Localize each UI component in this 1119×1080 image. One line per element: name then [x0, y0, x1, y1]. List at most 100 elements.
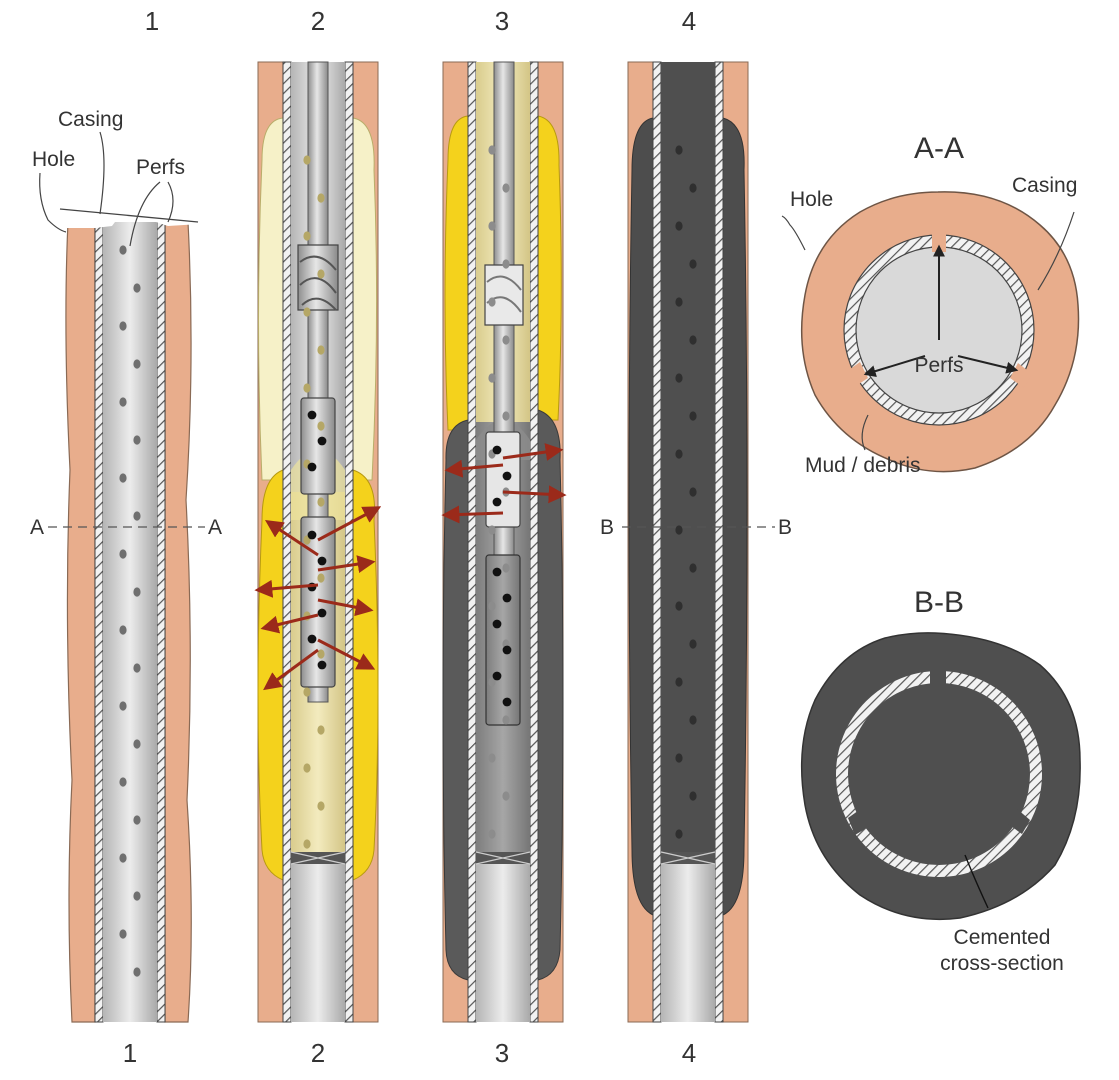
perforation-dot: [675, 221, 683, 231]
perforation-dot: [689, 639, 697, 649]
perforation-dot: [303, 231, 311, 241]
section-b-left-label: B: [600, 516, 614, 539]
hole-label: Hole: [32, 148, 75, 171]
wellbore-bottom: [291, 852, 345, 1022]
section-bb: [800, 632, 1081, 921]
perforation-dot: [133, 359, 141, 369]
perforation-dot: [675, 601, 683, 611]
tool-port: [307, 530, 317, 540]
perforation-dot: [689, 335, 697, 345]
jet-arrow: [264, 520, 319, 557]
section-aa-hole-label: Hole: [790, 188, 833, 211]
column-1-bottom-label: 1: [123, 1038, 137, 1068]
casing-label: Casing: [58, 108, 123, 131]
perforation-dot: [488, 525, 496, 535]
jet-arrow: [260, 613, 319, 634]
broken-top: [60, 202, 200, 228]
perforation-dot: [317, 801, 325, 811]
perforation-dot: [502, 715, 510, 725]
perforations: [675, 145, 697, 839]
well-column-1: [59, 202, 200, 1023]
casing-wall: [652, 61, 662, 1023]
jet-arrow: [441, 505, 504, 524]
section-b-right-label: B: [778, 516, 792, 539]
perforation-dot: [675, 677, 683, 687]
perforation-dot: [502, 183, 510, 193]
column-1-top-label: 1: [145, 6, 159, 36]
perforation-dot: [689, 715, 697, 725]
casing-wall: [94, 221, 104, 1023]
jet-arrow: [502, 485, 567, 504]
section-a-left-label: A: [30, 516, 44, 539]
perforation-dot: [689, 183, 697, 193]
tool-port: [317, 436, 327, 446]
well-column-3: [441, 61, 567, 1023]
perforation-dot: [119, 929, 127, 939]
wellbore-bottom: [476, 852, 530, 1022]
wellbore-cemented: [661, 62, 715, 852]
perforation-dot: [133, 815, 141, 825]
perforation-dot: [133, 739, 141, 749]
cemented-label-line2: cross-section: [940, 952, 1064, 975]
formation-wall: [65, 217, 96, 1023]
perforation-dot: [133, 891, 141, 901]
perforation-dot: [689, 259, 697, 269]
annulus-slurry: [257, 469, 284, 881]
perforation-dot: [488, 753, 496, 763]
perforation-dot: [502, 335, 510, 345]
perforation-dot: [488, 297, 496, 307]
annulus-fluid-light: [352, 117, 378, 481]
jet-arrow: [317, 598, 374, 617]
jet-arrow: [254, 579, 319, 598]
well-column-2: [254, 61, 382, 1023]
perforation-dot: [488, 373, 496, 383]
perforation-dot: [303, 839, 311, 849]
jet-arrow: [317, 638, 376, 670]
tool-port: [502, 593, 512, 603]
section-aa: [781, 191, 1080, 473]
jet-arrows: [254, 506, 382, 691]
jetting-tool-lower: [485, 554, 521, 726]
tool-port: [492, 497, 502, 507]
perforation-dot: [488, 829, 496, 839]
perforation-dot: [675, 297, 683, 307]
perforation-dot: [675, 525, 683, 535]
tool-ports: [492, 445, 512, 707]
jetting-tool-upper: [300, 397, 336, 495]
section-aa-title: A-A: [914, 132, 964, 165]
column-2-top-label: 2: [311, 6, 325, 36]
column-3-bottom-label: 3: [495, 1038, 509, 1068]
perforation-dot: [133, 663, 141, 673]
tool-port: [492, 619, 502, 629]
jet-arrow: [444, 459, 504, 478]
perforation-dot: [488, 145, 496, 155]
perforation-dot: [675, 145, 683, 155]
perforation-dot: [675, 829, 683, 839]
hole-leader: [39, 172, 67, 233]
perforation-dot: [119, 245, 127, 255]
annulus-cement: [722, 117, 748, 916]
perforation-dot: [303, 763, 311, 773]
perforations: [488, 145, 510, 839]
column-4-top-label: 4: [682, 6, 696, 36]
perforation-dot: [502, 259, 510, 269]
tool-port: [307, 410, 317, 420]
perforation-dot: [675, 373, 683, 383]
well-column-4: [627, 61, 749, 1023]
perforation-dot: [317, 193, 325, 203]
column-4-bottom-label: 4: [682, 1038, 696, 1068]
perforation-dot: [119, 853, 127, 863]
perforation-dot: [317, 649, 325, 659]
tool-port: [492, 671, 502, 681]
perforation-dot: [675, 449, 683, 459]
tool-port: [492, 567, 502, 577]
perforation-dot: [488, 601, 496, 611]
tool-port: [307, 634, 317, 644]
cemented-label-line1: Cemented: [954, 926, 1051, 949]
perforation-dot: [502, 563, 510, 573]
wellbore-bottom: [661, 852, 715, 1022]
perfs-leader: [167, 181, 174, 223]
perforation-dot: [317, 725, 325, 735]
